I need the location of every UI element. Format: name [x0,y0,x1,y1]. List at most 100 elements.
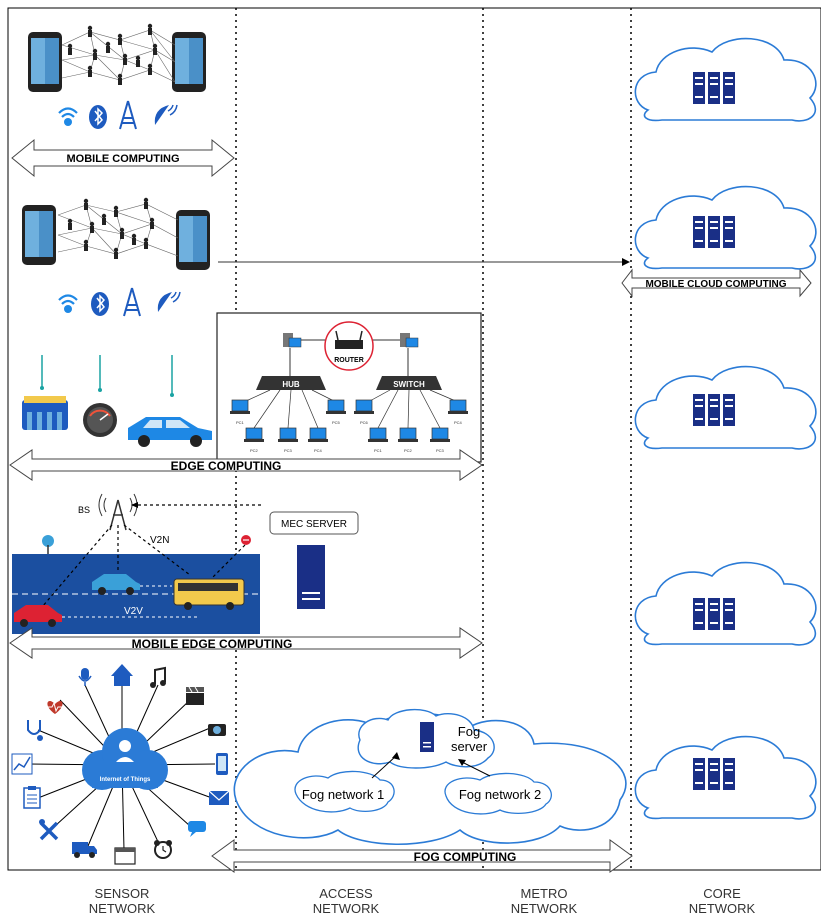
iot-cloud-icon [82,728,168,790]
antenna-tower-icon [119,100,137,130]
core-cloud-3 [634,365,817,450]
car-icon [92,574,140,595]
mobile-edge-computing-label: MOBILE EDGE COMPUTING [132,637,293,651]
fog-server-icon [420,722,434,752]
core-cloud-1 [634,37,817,122]
core-cloud-2 [634,185,817,270]
server-rack-icon [693,758,735,790]
bus-icon [173,578,245,610]
bluetooth-icon [91,292,109,316]
heart-monitor-icon [47,701,63,714]
mec-server-icon [297,545,325,609]
server-rack-icon [693,598,735,630]
lan-network-box: ROUTER HUB SWITCH [216,312,482,463]
fog-computing-label: FOG COMPUTING [414,850,517,864]
switch-icon: SWITCH [376,376,442,390]
car-icon [14,605,62,627]
pc-label: PC2 [404,448,413,453]
pc-label: PC1 [236,420,245,425]
v2n-label: V2N [150,535,169,546]
pc-label: PC4 [454,420,463,425]
mobile-network-graphic-2 [22,197,210,270]
tools-icon [39,819,59,841]
mobile-cloud-computing-arrow: MOBILE CLOUD COMPUTING [621,268,812,298]
mec-road-scene: BS V2N V2V [12,493,262,634]
mobile-cloud-computing-label: MOBILE CLOUD COMPUTING [645,279,786,290]
iot-center-label: Internet of Things [100,777,151,783]
wifi-icon [58,107,78,126]
line-chart-icon [11,753,33,775]
wifi-icon [58,294,78,313]
speedometer-icon [83,403,117,437]
industrial-sensor-icon [22,396,68,430]
mobile-computing-label: MOBILE COMPUTING [66,153,179,165]
car-icon [128,417,212,447]
pc-label: PC6 [360,420,369,425]
wireless-icons-1 [58,100,178,130]
router-icon: ROUTER [324,321,374,371]
mobile-network-graphic-1 [28,23,206,92]
camera-icon [208,724,226,736]
mobile-edge-computing-arrow: MOBILE EDGE COMPUTING [9,627,483,659]
fog-network-1-label: Fog network 1 [302,787,384,802]
fog-server-label: Fog [458,724,480,739]
core-cloud-5 [634,735,817,820]
fog-server-label: server [451,739,488,754]
wireless-icons-2 [58,287,181,317]
mec-server: MEC SERVER [269,511,359,609]
pc-label: PC3 [284,448,293,453]
column-label-line: METRO [520,886,568,901]
column-label-line: NETWORK [688,901,756,916]
router-label: ROUTER [334,357,364,364]
smartphone-icon [216,753,228,775]
column-label-access: ACCESS NETWORK [276,886,416,916]
base-station-icon [98,493,138,531]
outer-frame [7,7,821,871]
satellite-dish-icon [157,291,181,312]
fog-cloud: Fog server Fog network 1 Fog network 2 [233,709,627,846]
alarm-clock-icon [154,840,172,859]
calendar-icon [114,847,136,865]
mobile-computing-arrow: MOBILE COMPUTING [11,138,235,178]
clipboard-icon [23,786,41,809]
antenna-tower-icon [123,287,141,317]
pc-label: PC3 [436,448,445,453]
v2v-label: V2V [124,606,143,617]
microphone-icon [78,668,92,686]
column-label-line: NETWORK [88,901,156,916]
fog-network-2-label: Fog network 2 [459,787,541,802]
satellite-dish-icon [154,104,178,125]
pc-label: PC1 [374,448,383,453]
music-note-icon [150,666,166,688]
hub-icon: HUB [256,376,326,390]
server-rack-icon [693,72,735,104]
pc-label: PC2 [250,448,259,453]
column-label-line: SENSOR [94,886,150,901]
signal-post-icon [241,535,251,545]
delivery-truck-icon [72,842,97,858]
pc-label: PC4 [314,448,323,453]
pc-label: PC5 [332,420,341,425]
core-cloud-4 [634,561,817,646]
chat-icon [188,821,206,837]
bs-label: BS [78,505,90,515]
hub-label: HUB [282,380,300,389]
iot-hub: Internet of Things [11,664,230,865]
edge-computing-arrow: EDGE COMPUTING [9,449,483,481]
email-icon [208,790,230,805]
tree-icon [42,535,54,554]
column-label-metro: METRO NETWORK [474,886,614,916]
server-computer-icon [283,333,302,348]
server-computer-icon [400,333,419,348]
server-rack-icon [693,216,735,248]
clapperboard-icon [186,686,204,705]
stethoscope-icon [27,720,43,741]
column-label-sensor: SENSOR NETWORK [52,886,192,916]
sensor-devices [22,355,212,447]
server-rack-icon [693,394,735,426]
edge-computing-label: EDGE COMPUTING [171,459,282,473]
column-label-line: NETWORK [312,901,380,916]
switch-label: SWITCH [393,380,425,389]
column-label-line: ACCESS [319,886,373,901]
